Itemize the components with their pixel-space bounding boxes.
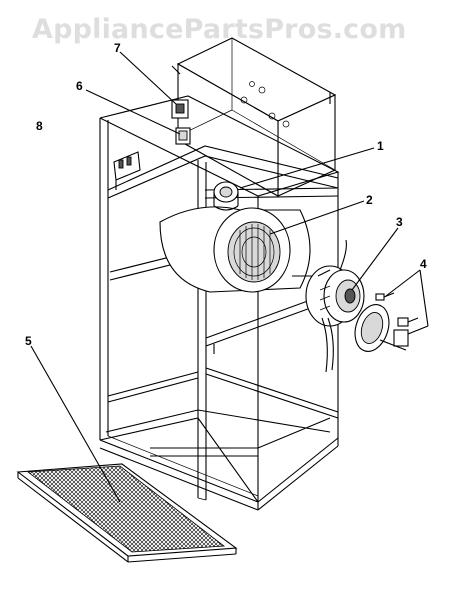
control-box	[171, 37, 337, 197]
callout-7: 7	[114, 41, 121, 55]
blower-motor	[292, 239, 365, 373]
callout-3: 3	[396, 215, 403, 229]
terminal-block	[113, 151, 141, 190]
motor-mount-bracket	[354, 292, 429, 352]
transformer	[175, 127, 191, 145]
callout-2: 2	[366, 193, 373, 207]
blower-housing	[159, 206, 311, 293]
callout-8: 8	[36, 119, 43, 133]
leader-lines	[30, 51, 429, 503]
callout-5: 5	[25, 334, 32, 348]
callout-4: 4	[420, 257, 427, 271]
air-filter	[16, 463, 238, 563]
relay	[171, 99, 189, 119]
callout-1: 1	[377, 139, 384, 153]
capacitor	[213, 181, 239, 211]
watermark-text: AppliancePartsPros.com	[32, 14, 407, 45]
callout-6: 6	[76, 79, 83, 93]
